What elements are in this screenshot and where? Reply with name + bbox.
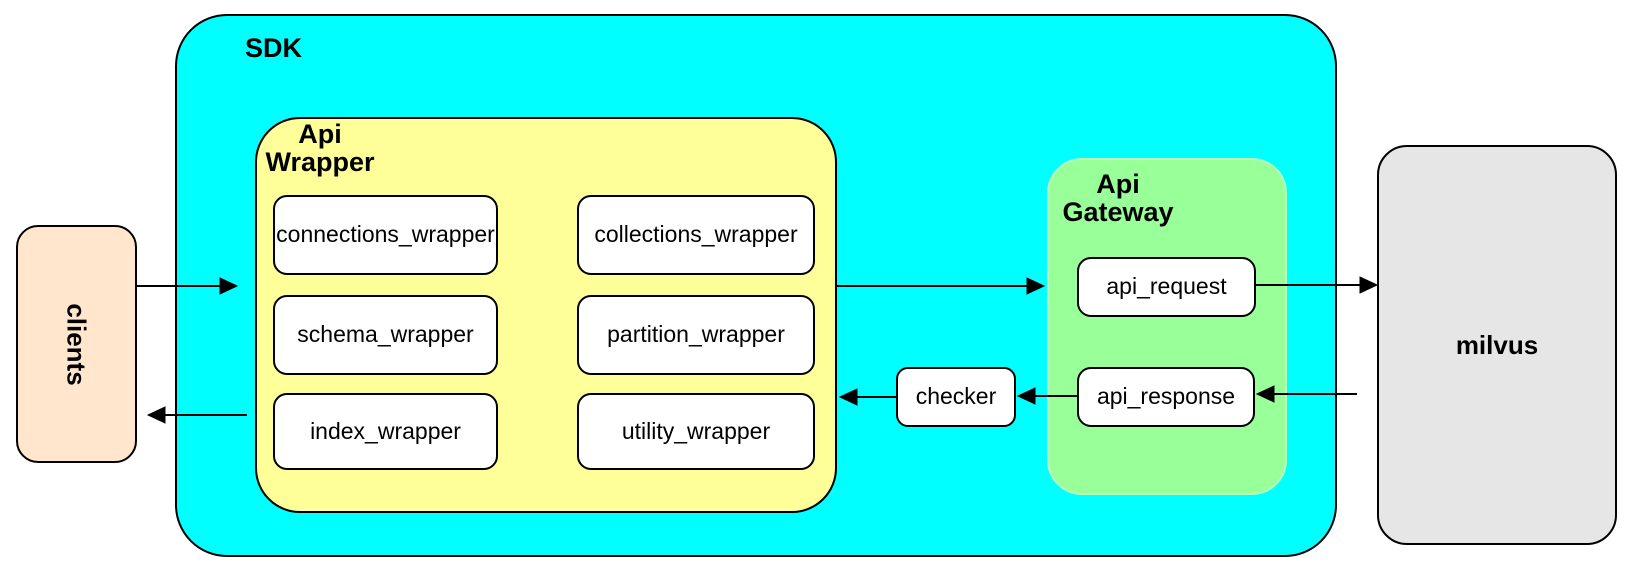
api-wrapper-label-line2: Wrapper — [265, 147, 375, 177]
utility-wrapper-node: utility_wrapper — [577, 393, 815, 470]
partition-wrapper-node: partition_wrapper — [577, 295, 815, 375]
collections-wrapper-node: collections_wrapper — [577, 195, 815, 275]
api-gateway-label: Api Gateway — [1053, 170, 1183, 226]
api-gateway-label-line2: Gateway — [1062, 197, 1174, 227]
connections-wrapper-node: connections_wrapper — [273, 195, 498, 275]
api-request-node: api_request — [1077, 257, 1256, 317]
api-wrapper-label-line1: Api — [298, 119, 342, 149]
index-wrapper-node: index_wrapper — [273, 393, 498, 470]
milvus-label: milvus — [1455, 329, 1539, 360]
clients-label: clients — [62, 302, 92, 386]
schema-wrapper-node: schema_wrapper — [273, 295, 498, 375]
api-gateway-label-line1: Api — [1096, 169, 1140, 199]
api-response-node: api_response — [1077, 367, 1255, 427]
clients-node: clients — [16, 225, 137, 463]
milvus-node: milvus — [1377, 145, 1617, 545]
checker-node: checker — [896, 367, 1016, 427]
api-wrapper-label: Api Wrapper — [255, 120, 385, 176]
api-gateway-container — [1047, 158, 1287, 495]
sdk-label: SDK — [245, 33, 303, 63]
